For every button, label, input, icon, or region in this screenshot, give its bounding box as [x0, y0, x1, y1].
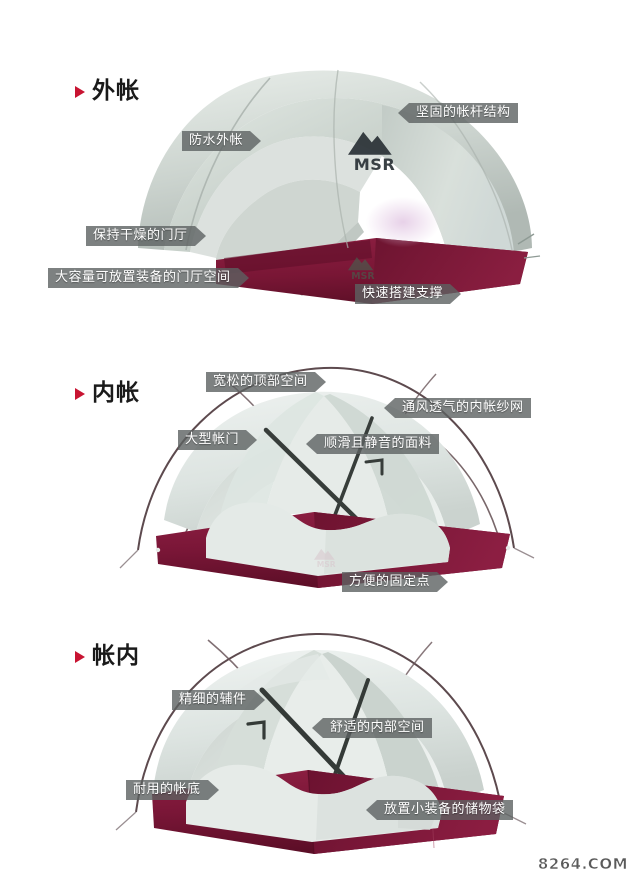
triangle-bullet-icon	[75, 650, 85, 663]
tent-image-inner-tent: MSR	[118, 352, 538, 592]
callout-gear-storage-pocket: 放置小装备的储物袋	[366, 800, 513, 820]
section-heading-outer-fly: 外帐	[75, 80, 140, 103]
callout-arrow-icon	[437, 572, 449, 592]
callout-smooth-quiet-fabric: 顺滑且静音的面料	[306, 434, 440, 454]
callout-comfortable-interior: 舒适的内部空间	[312, 718, 432, 738]
callout-convenient-anchor-points: 方便的固定点	[342, 572, 449, 592]
callout-label: 顺滑且静音的面料	[317, 434, 440, 454]
callout-arrow-icon	[237, 268, 249, 288]
callout-arrow-icon	[207, 780, 219, 800]
callout-dry-vestibule: 保持干燥的门厅	[86, 226, 206, 246]
section-heading-inner-tent: 内帐	[75, 382, 140, 405]
callout-arrow-icon	[384, 398, 395, 418]
triangle-bullet-icon	[75, 387, 85, 400]
callout-arrow-icon	[253, 690, 265, 710]
watermark: 8264.COM	[537, 855, 628, 874]
callout-label: 舒适的内部空间	[323, 718, 432, 738]
callout-arrow-icon	[312, 718, 323, 738]
callout-fast-pitch-support: 快速搭建支撑	[355, 284, 462, 304]
callout-sturdy-pole-structure: 坚固的帐杆结构	[398, 103, 518, 123]
callout-durable-floor: 耐用的帐底	[126, 780, 219, 800]
callout-label: 防水外帐	[182, 131, 251, 151]
section-title: 内帐	[92, 380, 140, 406]
section-title: 外帐	[92, 78, 140, 104]
callout-label: 精细的辅件	[172, 690, 254, 710]
callout-large-door: 大型帐门	[178, 430, 258, 450]
triangle-bullet-icon	[75, 85, 85, 98]
callout-arrow-icon	[246, 430, 258, 450]
callout-large-vestibule-space: 大容量可放置装备的门厅空间	[48, 268, 249, 288]
callout-label: 大容量可放置装备的门厅空间	[48, 268, 238, 288]
callout-label: 大型帐门	[178, 430, 247, 450]
callout-label: 放置小装备的储物袋	[377, 800, 513, 820]
callout-label: 宽松的顶部空间	[206, 372, 315, 392]
callout-arrow-icon	[250, 131, 262, 151]
callout-label: 坚固的帐杆结构	[409, 103, 518, 123]
callout-label: 保持干燥的门厅	[86, 226, 195, 246]
svg-text:MSR: MSR	[351, 271, 375, 282]
callout-label: 方便的固定点	[342, 572, 438, 592]
callout-arrow-icon	[194, 226, 206, 246]
callout-label: 快速搭建支撑	[355, 284, 451, 304]
callout-waterproof-rainfly: 防水外帐	[182, 131, 262, 151]
callout-arrow-icon	[450, 284, 462, 304]
callout-arrow-icon	[314, 372, 326, 392]
svg-text:MSR: MSR	[317, 560, 336, 569]
callout-arrow-icon	[398, 103, 409, 123]
callout-breathable-mesh: 通风透气的内帐纱网	[384, 398, 531, 418]
callout-spacious-headroom: 宽松的顶部空间	[206, 372, 326, 392]
section-heading-interior: 帐内	[75, 645, 140, 668]
callout-label: 耐用的帐底	[126, 780, 208, 800]
svg-text:MSR: MSR	[354, 155, 396, 174]
callout-label: 通风透气的内帐纱网	[395, 398, 531, 418]
section-title: 帐内	[92, 643, 140, 669]
callout-arrow-icon	[306, 434, 317, 454]
tent-image-interior	[112, 628, 532, 858]
callout-fine-accessories: 精细的辅件	[172, 690, 265, 710]
callout-arrow-icon	[366, 800, 377, 820]
